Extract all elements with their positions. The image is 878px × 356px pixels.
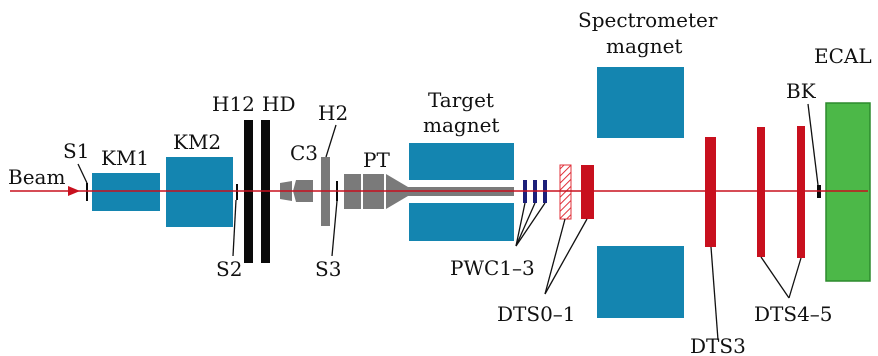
spectrometer-magnet-label-line1: Spectrometer <box>578 8 718 32</box>
dts1 <box>581 165 594 219</box>
dts3-label: DTS3 <box>690 334 746 356</box>
ecal-calorimeter <box>825 102 871 282</box>
dts5-plane <box>797 126 805 258</box>
s1-leader <box>77 163 88 184</box>
s2-leader <box>232 199 237 257</box>
target-magnet-label-line1: Target <box>428 88 494 112</box>
hd-label: HD <box>262 92 295 116</box>
pwc-leader-1 <box>515 202 526 247</box>
h2-label: H2 <box>318 101 348 125</box>
dts0-hatched <box>559 164 572 220</box>
target-magnet-lower <box>409 203 514 241</box>
h12-label: H12 <box>212 92 255 116</box>
km1-label: KM1 <box>101 146 149 170</box>
dts5-leader <box>788 257 802 299</box>
s2-counter <box>236 184 238 200</box>
km2-magnet <box>166 157 233 227</box>
dts01-label: DTS0–1 <box>497 302 576 326</box>
s1-counter <box>86 183 88 201</box>
pwc-leader-2 <box>515 202 536 247</box>
km1-magnet <box>92 173 160 211</box>
dts1-leader <box>544 218 588 295</box>
bk-label: BK <box>786 79 817 103</box>
spectrometer-magnet-label-line2: magnet <box>606 34 682 58</box>
target-magnet-label-line2: magnet <box>423 113 499 137</box>
km2-label: KM2 <box>173 130 221 154</box>
c3-label: C3 <box>290 141 318 165</box>
s1-label: S1 <box>63 139 89 163</box>
pwc-label: PWC1–3 <box>450 256 535 280</box>
pwc-leader-3 <box>515 202 546 247</box>
beam-arrowhead <box>68 186 80 196</box>
dts4-plane <box>757 127 765 257</box>
dts45-label: DTS4–5 <box>754 302 833 326</box>
dts3-plane <box>705 137 716 247</box>
target-magnet-upper <box>409 143 514 180</box>
pt-label: PT <box>363 148 390 172</box>
dts0-leader <box>544 218 566 295</box>
dts4-leader <box>760 256 790 299</box>
beam-label: Beam <box>8 165 65 189</box>
ecal-label: ECAL <box>814 44 872 68</box>
s2-label: S2 <box>216 257 242 281</box>
s3-leader <box>331 200 338 257</box>
s3-label: S3 <box>315 257 341 281</box>
spectrometer-magnet-lower <box>597 246 684 318</box>
h2-leader <box>325 124 337 158</box>
dts3-leader <box>710 246 719 341</box>
bk-leader <box>807 103 819 186</box>
spectrometer-magnet-upper <box>597 67 684 138</box>
